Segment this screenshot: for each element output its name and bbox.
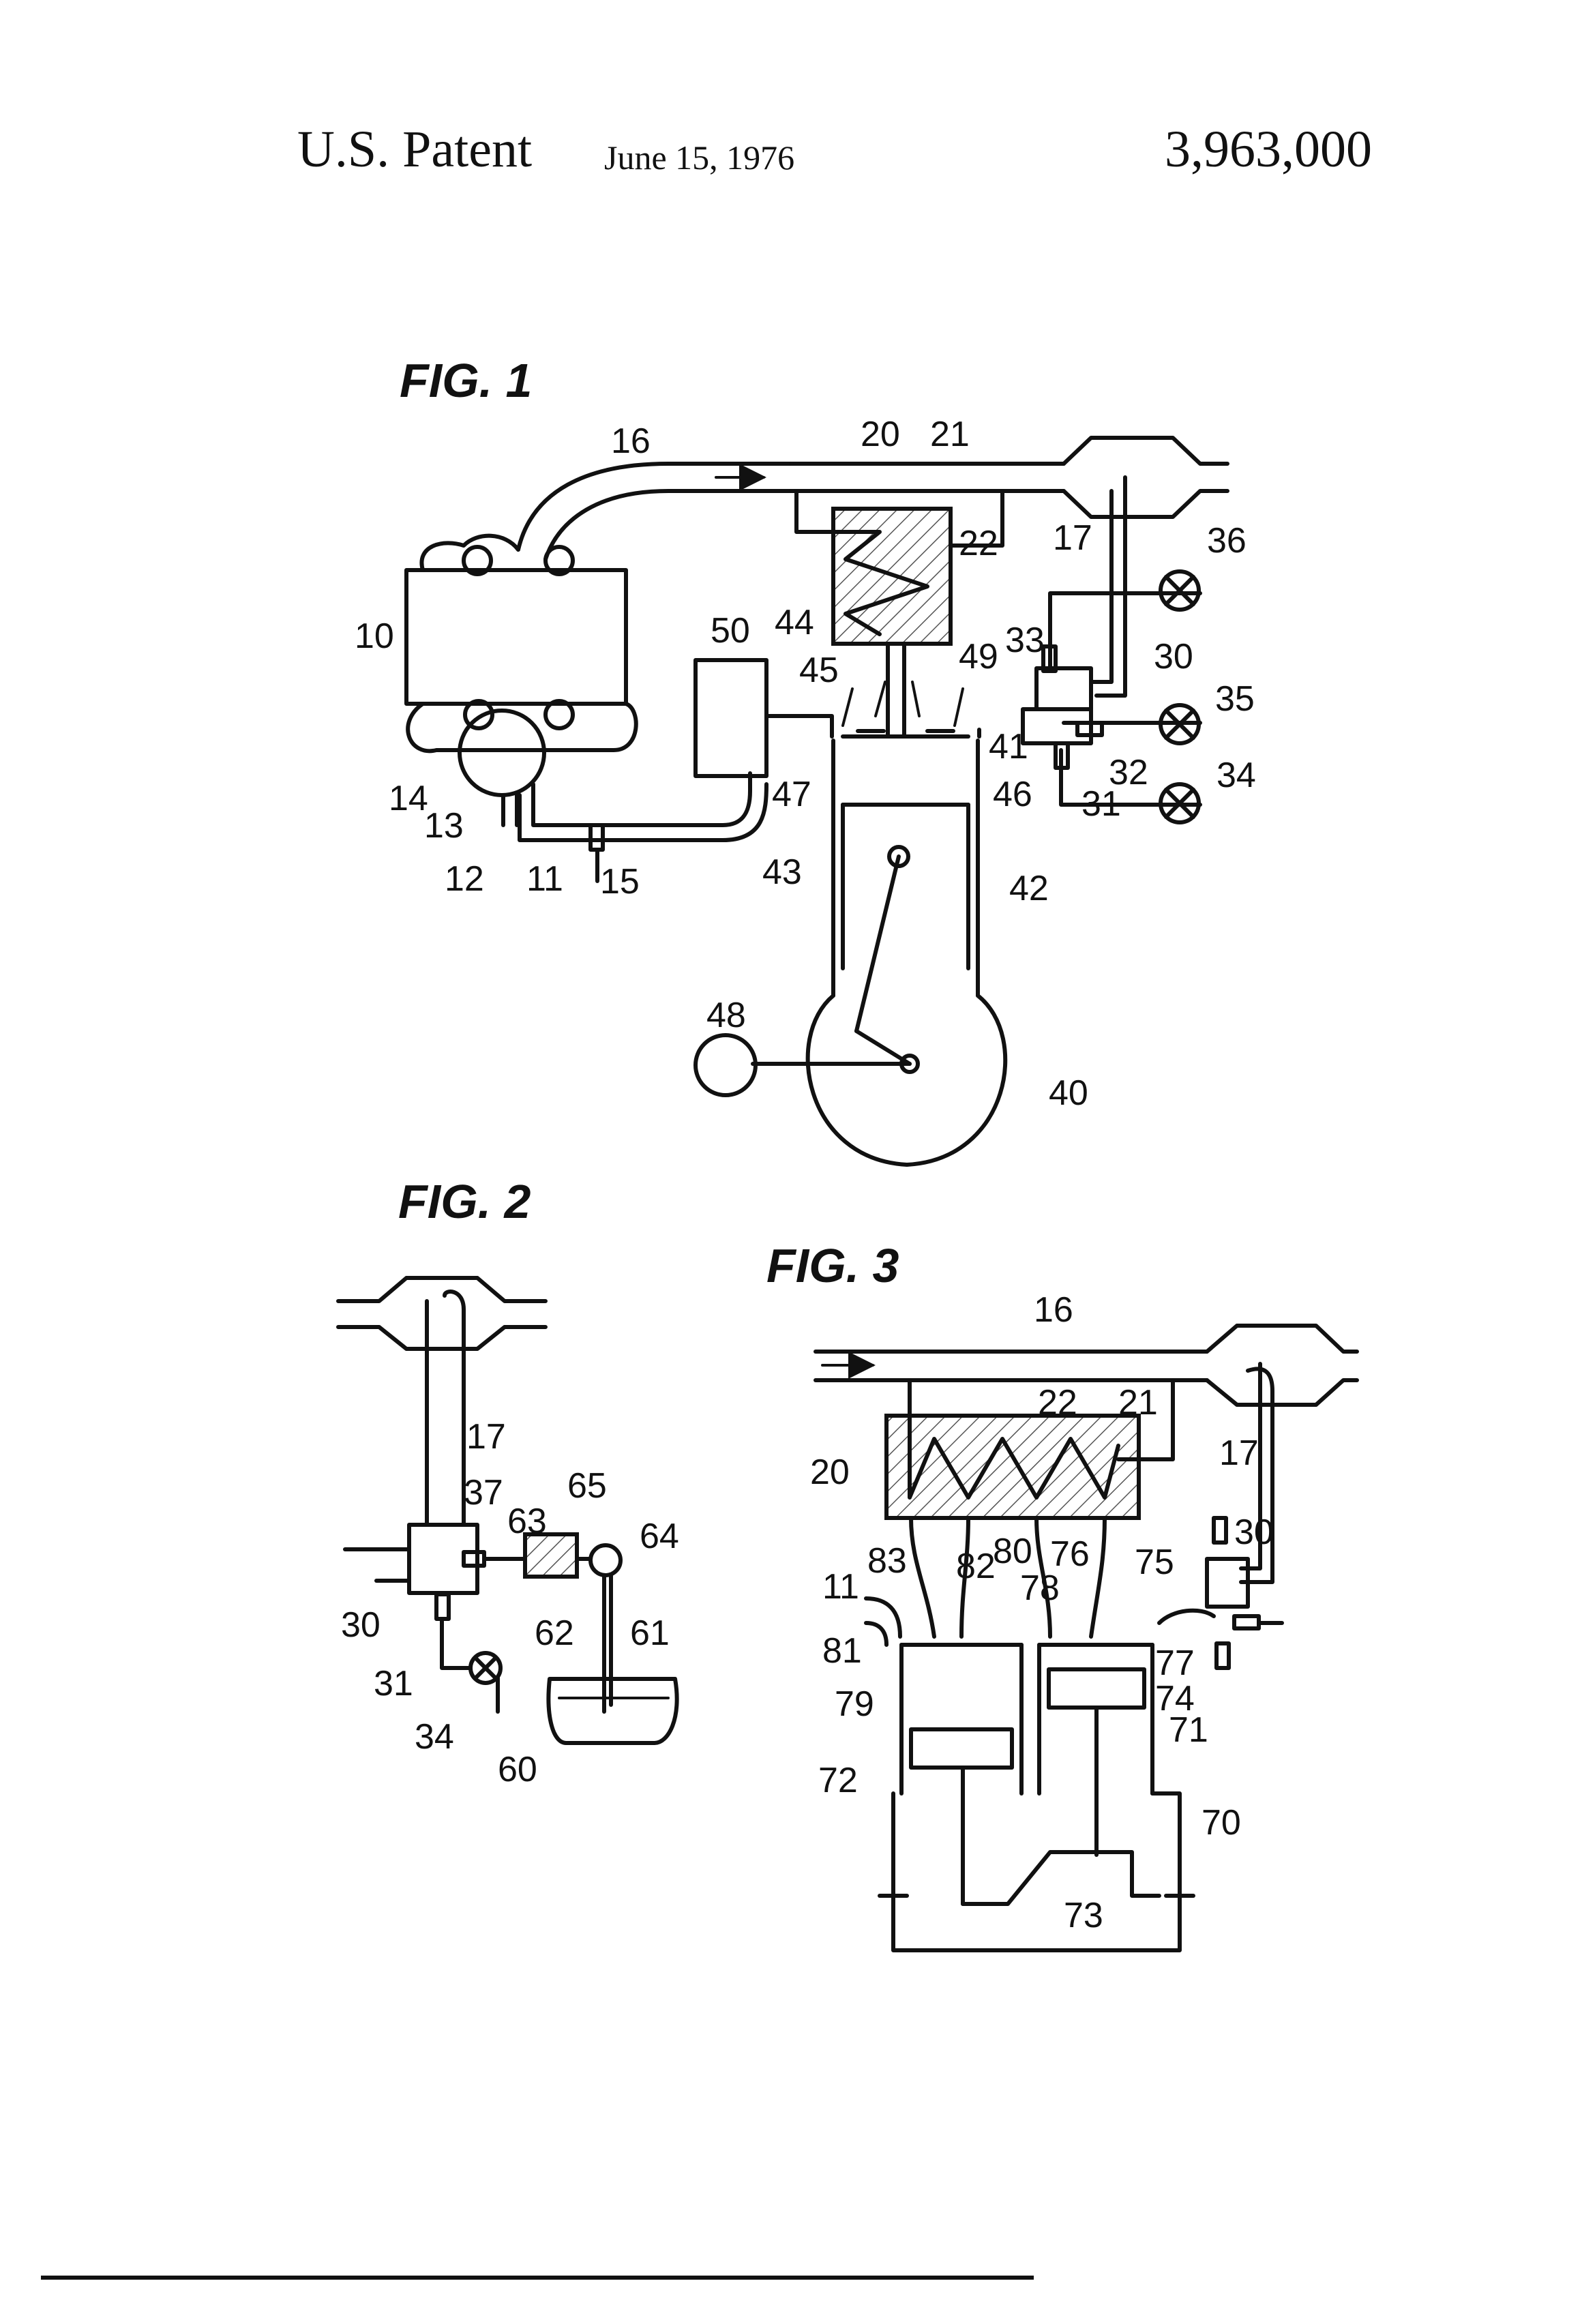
ref-72-fig3: 72 (818, 1761, 858, 1800)
ref-80-fig3: 80 (993, 1532, 1032, 1571)
ref-21: 21 (930, 415, 970, 454)
ref-37-fig2: 37 (464, 1473, 503, 1513)
ref-74-fig3: 74 (1155, 1679, 1195, 1718)
ref-16-fig3: 16 (1034, 1290, 1073, 1330)
ref-40: 40 (1049, 1073, 1088, 1113)
ref-32: 32 (1109, 753, 1148, 792)
ref-11-fig3: 11 (822, 1567, 859, 1607)
ref-41: 41 (989, 727, 1028, 766)
ref-77-fig3: 77 (1155, 1643, 1195, 1683)
ref-81-fig3: 81 (822, 1631, 862, 1671)
ref-63-fig2: 63 (507, 1502, 547, 1541)
fig2-reference-numerals: 17 30 31 34 37 60 61 62 63 64 65 (341, 1417, 679, 1789)
ref-17: 17 (1053, 518, 1092, 558)
ref-64-fig2: 64 (640, 1517, 679, 1556)
ref-78-fig3: 78 (1020, 1568, 1060, 1608)
ref-33: 33 (1005, 621, 1045, 660)
ref-34: 34 (1217, 756, 1256, 795)
ref-42: 42 (1009, 869, 1049, 908)
ref-70-fig3: 70 (1202, 1803, 1241, 1843)
ref-30-fig2: 30 (341, 1605, 380, 1645)
ref-17-fig3: 17 (1219, 1433, 1259, 1473)
ref-35: 35 (1215, 679, 1255, 719)
ref-83-fig3: 83 (867, 1541, 907, 1581)
ref-20: 20 (861, 415, 900, 454)
ref-60-fig2: 60 (498, 1750, 537, 1789)
ref-15: 15 (600, 862, 640, 902)
ref-34-fig2: 34 (415, 1717, 454, 1757)
ref-10: 10 (355, 616, 394, 656)
ref-21-fig3: 21 (1118, 1383, 1158, 1422)
ref-16: 16 (611, 421, 651, 461)
valve-36 (1161, 571, 1199, 610)
ref-17-fig2: 17 (466, 1417, 506, 1457)
ref-49: 49 (959, 637, 998, 676)
fig2-label: FIG. 2 (398, 1175, 531, 1228)
ref-62-fig2: 62 (535, 1613, 574, 1653)
ref-30: 30 (1154, 637, 1193, 676)
fig1-label: FIG. 1 (400, 354, 532, 407)
figure-1: FIG. 1 (400, 354, 1227, 1165)
ref-47: 47 (772, 775, 811, 814)
ref-48: 48 (706, 996, 746, 1035)
ref-36: 36 (1207, 521, 1247, 561)
ref-44: 44 (775, 603, 814, 642)
ref-20-fig3: 20 (810, 1452, 850, 1492)
fig1-reference-numerals: 10 11 12 13 14 15 16 17 20 21 22 30 31 3… (355, 415, 1256, 1113)
ref-79-fig3: 79 (835, 1684, 874, 1724)
ref-22-fig3: 22 (1038, 1383, 1077, 1422)
ref-30-fig3: 30 (1234, 1513, 1274, 1552)
ref-45: 45 (799, 651, 839, 690)
ref-11: 11 (526, 859, 563, 899)
generator-48 (696, 1035, 756, 1095)
ref-73-fig3: 73 (1064, 1896, 1103, 1935)
figure-2: FIG. 2 (338, 1175, 677, 1743)
pump-64 (591, 1545, 621, 1575)
ref-50: 50 (711, 611, 750, 651)
ref-43: 43 (762, 852, 802, 892)
ref-14: 14 (389, 779, 428, 818)
ref-75-fig3: 75 (1135, 1543, 1174, 1582)
ref-46: 46 (993, 775, 1032, 814)
ref-12: 12 (445, 859, 484, 899)
ref-82-fig3: 82 (956, 1547, 996, 1586)
box-50 (696, 660, 766, 776)
ref-22: 22 (959, 524, 998, 563)
ref-61-fig2: 61 (630, 1613, 670, 1653)
ref-13: 13 (424, 806, 464, 846)
engine-70 (880, 1645, 1193, 1950)
valve-block-30 (409, 1525, 477, 1593)
ref-31-fig2: 31 (374, 1664, 413, 1703)
fig3-label: FIG. 3 (766, 1239, 899, 1292)
ref-65-fig2: 65 (567, 1466, 607, 1506)
